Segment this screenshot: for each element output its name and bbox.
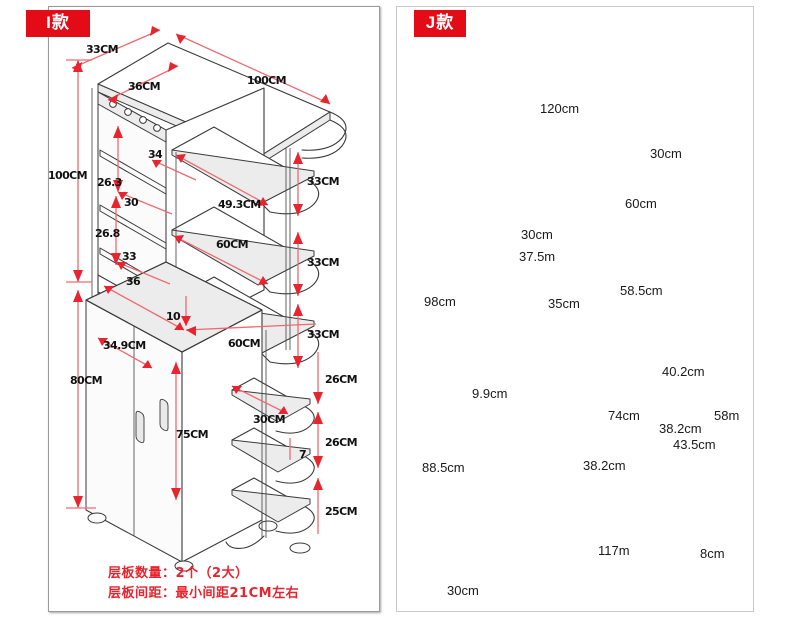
dimension-label-shelf-depth-34: 34 [148,148,163,161]
dimension-label-base-width: 117m [598,543,630,558]
shelf-note-1: 层板数量：2个（2大） [108,566,249,581]
dimension-label-side-gap-2: 26CM [325,436,358,449]
dimension-label-door-width-382: 38.2cm [583,458,626,473]
dimension-label-round-shelf-w: 49.3CM [218,198,261,211]
dimension-label-left-inner-375: 37.5m [519,249,556,264]
dimension-label-top-inner-depth: 36CM [128,80,161,93]
dimension-label-shelf-gap-1: 26.3 [97,176,122,189]
dimension-label-left-total-upper: 100CM [48,169,88,182]
dimension-label-drawer-height: 10 [166,310,181,323]
dimension-label-top-width: 120cm [540,101,580,116]
dimension-label-drawer-width: 36 [126,275,141,288]
dimension-label-right-inner-435: 43.5cm [673,437,716,452]
badge-model-j: J款 [414,10,466,37]
dimension-label-side-gap-1: 26CM [325,373,358,386]
dimension-label-right-gap-3: 33CM [307,328,340,341]
left-cabinet-geometry [85,42,347,572]
dimension-label-right-gap-1: 33CM [307,175,340,188]
dimension-label-right-gap-2: 33CM [307,256,340,269]
dimension-label-mid-shelf-585: 58.5cm [620,283,663,298]
panel-right-j-model [396,6,754,612]
dimension-label-drawer-height: 9.9cm [472,386,508,401]
left-dimension-lines [66,26,331,534]
dimension-label-round-shelf-d: 60CM [216,238,249,251]
dimension-label-shelf-depth-33: 33 [122,250,137,263]
dimension-label-upper-height: 98cm [424,294,456,309]
badge-model-i: I款 [26,10,90,37]
dimension-label-shelf-depth-30: 30 [124,196,139,209]
dimension-label-base-edge-8: 8cm [700,546,725,561]
dimension-label-side-thickness: 7 [299,448,307,461]
dimension-label-top-width: 100CM [247,74,287,87]
dimension-label-door-width: 34.9CM [103,339,146,352]
dimension-label-left-inner-30: 30cm [521,227,553,242]
dimension-label-left-total-lower: 80CM [70,374,103,387]
dimension-label-side-shelf-w: 30CM [253,413,286,426]
dimension-label-top-depth: 33CM [86,43,119,56]
dimension-label-upper-shelf-60: 60cm [625,196,657,211]
dimension-label-mid-gap-35: 35cm [548,296,580,311]
shelf-note-2: 层板间距：最小间距21CM左右 [108,586,300,601]
dimension-label-right-inner-382: 38.2cm [659,421,702,436]
dimension-label-side-gap-3: 25CM [325,505,358,518]
dimension-label-right-top-402: 40.2cm [662,364,705,379]
dimension-label-top-right-gap: 30cm [650,146,682,161]
dimension-label-door-height-74: 74cm [608,408,640,423]
dimension-label-shelf-gap-2: 26.8 [95,227,120,240]
dimension-label-right-height-58: 58m [714,408,740,423]
dimension-label-lower-height: 88.5cm [422,460,465,475]
dimension-label-base-depth: 60CM [228,337,261,350]
dimension-label-base-height: 75CM [176,428,209,441]
dimension-label-base-depth-30: 30cm [447,583,479,598]
